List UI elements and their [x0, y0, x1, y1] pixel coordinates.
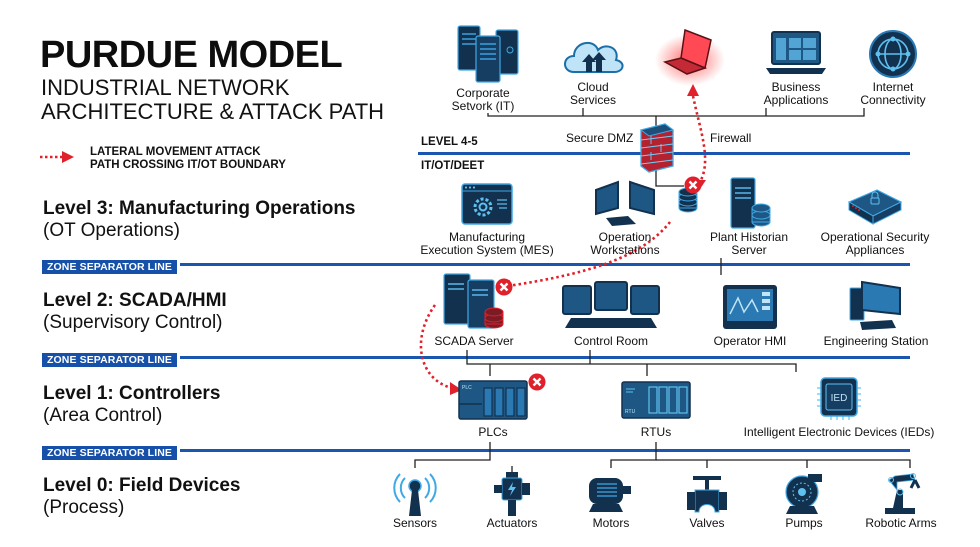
level-3-heading: Level 3: Manufacturing Operations (OT Op…	[43, 198, 356, 242]
globe-network-icon	[868, 29, 918, 84]
compromised-x-icon	[528, 373, 546, 396]
node-label-valves: Valves	[689, 516, 725, 530]
attack-path-segment-3	[419, 304, 453, 390]
node-label-internet-connectivity: Internet Connectivity	[860, 80, 926, 107]
level-2-heading: Level 2: SCADA/HMI (Supervisory Control)	[43, 290, 227, 334]
node-label-pumps: Pumps	[785, 516, 823, 530]
plc-badge-text: PLC	[462, 385, 472, 391]
attack-arrow-head	[450, 382, 462, 395]
laptop-dashboard-icon	[766, 30, 826, 79]
pump-icon	[784, 472, 824, 521]
compromised-x-icon	[495, 278, 513, 301]
server-rack-icon	[456, 24, 520, 89]
subtitle-line-2: ARCHITECTURE & ATTACK PATH	[41, 99, 385, 124]
zone-separator-line	[180, 449, 910, 452]
it-ot-deet-label: IT/OT/DEET	[421, 160, 485, 172]
node-label-sensors: Sensors	[392, 516, 438, 530]
subtitle-line-1: INDUSTRIAL NETWORK	[41, 75, 290, 100]
legend-line-2: PATH CROSSING IT/OT BOUNDARY	[90, 159, 286, 171]
attack-arrow-head	[687, 84, 699, 96]
node-label-mes: Manufacturing Execution System (MES)	[420, 230, 554, 257]
mes-window-gear-icon	[461, 183, 513, 230]
level-0-subtitle: (Process)	[43, 497, 125, 518]
rtu-icon: RTU	[621, 381, 691, 424]
node-label-ieds: Intelligent Electronic Devices (IEDs)	[743, 425, 935, 439]
zone-separator-tag: ZONE SEPARATOR LINE	[42, 353, 177, 367]
valve-icon	[687, 474, 727, 519]
level-4-5-label: LEVEL 4-5	[421, 136, 478, 148]
firewall-icon	[639, 122, 675, 177]
ied-badge-text: IED	[831, 393, 848, 404]
scada-server-icon	[442, 272, 506, 335]
node-label-actuators: Actuators	[486, 516, 538, 530]
page-title: PURDUE MODEL	[40, 34, 343, 76]
node-label-plant-historian: Plant Historian Server	[709, 230, 789, 257]
node-label-rtus: RTUs	[640, 425, 672, 439]
level-1-title: Level 1: Controllers	[43, 383, 221, 404]
zone-separator-1: ZONE SEPARATOR LINE	[42, 257, 177, 275]
connector	[656, 459, 911, 468]
node-label-scada-server: SCADA Server	[434, 334, 514, 348]
node-label-security-appliances: Operational Security Appliances	[820, 230, 930, 257]
node-label-robotic-arms: Robotic Arms	[865, 516, 937, 530]
level-2-title: Level 2: SCADA/HMI	[43, 290, 227, 311]
robotic-arm-icon	[879, 470, 923, 521]
zone-separator-tag: ZONE SEPARATOR LINE	[42, 260, 177, 274]
node-label-engineering-station: Engineering Station	[823, 334, 929, 348]
node-label-business-applications: Business Applications	[763, 80, 829, 107]
control-room-icon	[561, 280, 661, 337]
level-1-heading: Level 1: Controllers (Area Control)	[43, 383, 220, 427]
zone-separator-line	[180, 263, 910, 266]
connector	[466, 350, 797, 372]
node-label-corporate-network: Corporate Setvork (IT)	[451, 86, 515, 113]
node-label-operator-hmi: Operator HMI	[713, 334, 787, 348]
zone-separator-2: ZONE SEPARATOR LINE	[42, 350, 177, 368]
attack-path-segment-2	[507, 221, 672, 288]
level-0-heading: Level 0: Field Devices (Process)	[43, 475, 241, 519]
node-label-operation-workstations: Operation Workstations	[590, 230, 660, 257]
node-label-control-room: Control Room	[573, 334, 649, 348]
level-1-subtitle: (Area Control)	[43, 405, 163, 426]
ied-chip-icon: IED	[817, 376, 861, 425]
node-label-cloud-services: Cloud Services	[569, 80, 617, 107]
sensor-icon	[393, 472, 437, 521]
workstations-icon	[592, 180, 658, 231]
zone-separator-3: ZONE SEPARATOR LINE	[42, 443, 177, 461]
firewall-label: Firewall	[710, 131, 752, 145]
actuator-icon	[492, 472, 532, 521]
connector	[655, 170, 684, 187]
attack-path-arrow-icon	[40, 151, 74, 163]
level-0-title: Level 0: Field Devices	[43, 475, 241, 496]
historian-server-icon	[727, 176, 771, 235]
zone-separator-line	[180, 356, 910, 359]
node-label-motors: Motors	[592, 516, 630, 530]
operator-hmi-icon	[722, 284, 778, 335]
compromised-x-icon	[684, 176, 702, 199]
zone-separator-tag: ZONE SEPARATOR LINE	[42, 446, 177, 460]
engineering-station-icon	[848, 280, 904, 337]
cloud-upload-icon	[560, 32, 626, 79]
level-2-subtitle: (Supervisory Control)	[43, 312, 223, 333]
level-3-title: Level 3: Manufacturing Operations	[43, 198, 356, 219]
plc-icon: PLC	[458, 380, 528, 425]
legend: LATERAL MOVEMENT ATTACK PATH CROSSING IT…	[40, 146, 286, 172]
legend-line-1: LATERAL MOVEMENT ATTACK	[90, 146, 261, 158]
connector	[610, 442, 657, 468]
node-label-plcs: PLCs	[478, 425, 508, 439]
attack-path	[419, 95, 707, 390]
security-appliance-icon	[847, 186, 903, 231]
compromised-laptop-icon	[655, 26, 725, 91]
page-subtitle: INDUSTRIAL NETWORK ARCHITECTURE & ATTACK…	[41, 76, 421, 124]
connector	[414, 442, 491, 468]
secure-dmz-label: Secure DMZ	[566, 131, 634, 145]
connector	[487, 108, 865, 117]
level-3-subtitle: (OT Operations)	[43, 220, 180, 241]
rtu-badge-text: RTU	[625, 409, 636, 415]
attack-path-segment-1	[691, 95, 707, 183]
motor-icon	[585, 474, 637, 519]
